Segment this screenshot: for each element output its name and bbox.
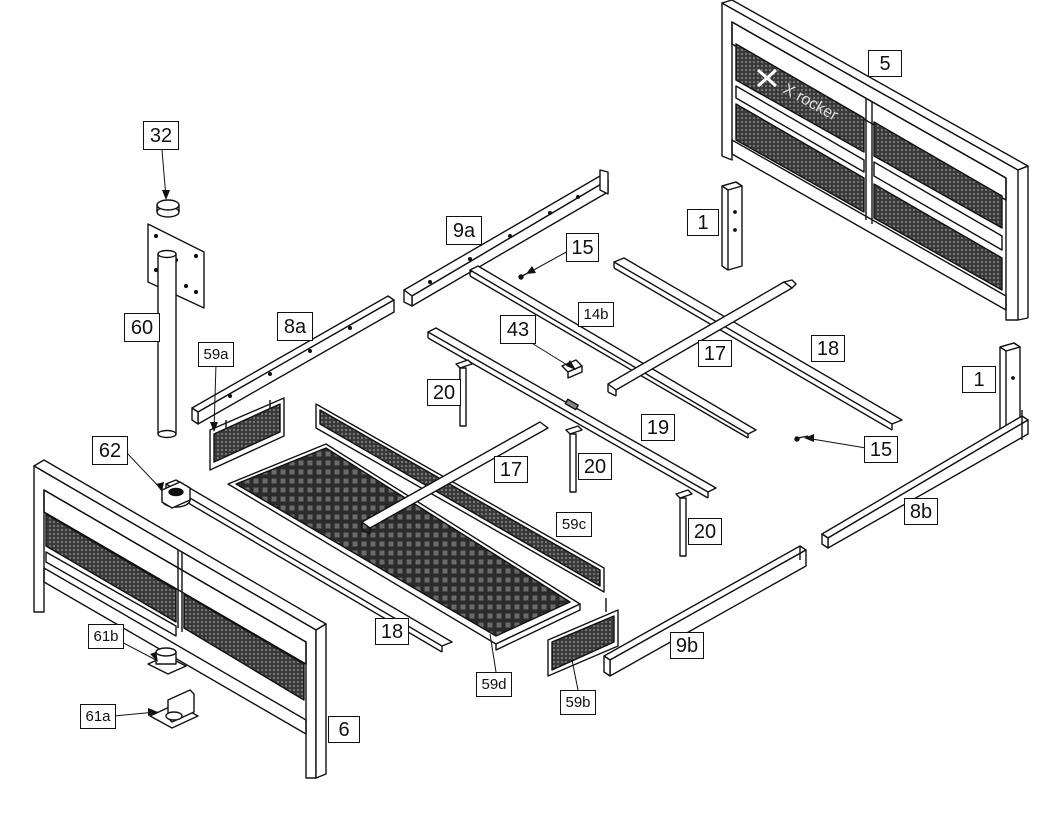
leg-support-2 [565,425,583,493]
part-label-61a: 61a [80,704,116,729]
part-label-20-c: 20 [688,518,722,545]
bar-14b [469,265,757,439]
part-label-62: 62 [92,436,128,465]
mesh-panel-59a [209,397,285,471]
foot-61a [149,689,199,729]
footboard [33,459,327,779]
part-label-5: 5 [868,50,902,77]
bar-19 [427,327,717,499]
rail-9b [603,545,807,677]
platform-grid-59d [227,443,581,651]
bar-17-upper [607,279,797,397]
rail-8b [821,410,1029,549]
headboard: X rocker [721,0,1029,321]
part-label-17-lower: 17 [494,456,528,483]
part-label-14b: 14b [578,302,614,327]
part-label-61b: 61b [88,624,124,649]
part-label-59a: 59a [198,342,234,367]
part-label-43: 43 [500,315,536,344]
bar-18-upper [613,257,903,431]
part-label-1-upper: 1 [687,209,719,236]
part-label-18-upper: 18 [811,335,845,362]
post-upper [721,181,743,271]
rail-9a [403,169,609,307]
part-label-32: 32 [143,121,179,150]
part-label-59b: 59b [560,690,596,715]
leader-lines [113,149,867,717]
leg-support-3 [675,489,693,557]
part-label-59c: 59c [556,512,592,537]
bolt-lower [794,435,809,442]
bar-17-lower [361,421,549,535]
part-label-15-lower: 15 [864,436,898,463]
part-label-20-b: 20 [578,453,612,480]
part-label-8b: 8b [904,498,938,525]
part-label-20-a: 20 [427,379,461,406]
part-label-19: 19 [641,414,675,441]
part-label-1-right: 1 [962,366,996,393]
part-label-17-upper: 17 [698,340,732,367]
center-leg [147,223,205,439]
bracket-43 [561,359,583,379]
mesh-panel-59c [315,403,605,593]
part-label-6: 6 [328,716,360,743]
part-label-9b: 9b [670,632,704,659]
part-label-8a: 8a [277,312,313,341]
part-label-15-upper: 15 [566,233,599,262]
clamp-62 [161,481,191,509]
leg-pad [156,199,180,218]
part-label-60: 60 [124,313,160,342]
mesh-panel-59b [547,598,619,677]
part-label-9a: 9a [446,216,482,245]
part-label-18-lower: 18 [375,618,409,645]
arrowheads [148,190,814,716]
rail-8a [191,295,395,425]
part-label-59d: 59d [476,672,512,697]
